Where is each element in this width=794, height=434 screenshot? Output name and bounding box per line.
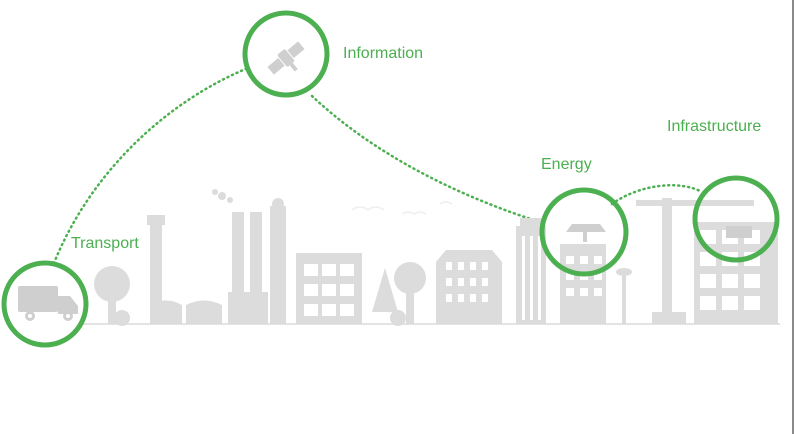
path-energy-infrastructure [610, 184, 704, 206]
path-information-energy [310, 94, 542, 224]
tree [94, 266, 130, 302]
label-infrastructure: Infrastructure [667, 118, 762, 135]
building [436, 250, 502, 324]
crane-load-icon [726, 226, 752, 238]
tree [372, 268, 398, 312]
node-information [242, 10, 330, 98]
solar-panel-icon [566, 224, 606, 242]
node-energy [539, 187, 629, 277]
city-buildings [94, 189, 778, 326]
path-transport-information [50, 66, 250, 270]
frame-border [792, 0, 794, 434]
connection-paths [50, 66, 704, 270]
building [270, 206, 286, 324]
label-transport: Transport [71, 235, 139, 252]
crane [662, 198, 672, 316]
label-information: Information [343, 45, 424, 62]
building [150, 222, 162, 322]
satellite-icon [267, 41, 305, 75]
birds [351, 201, 453, 215]
building [150, 305, 182, 324]
van-icon [18, 286, 78, 321]
street-lamp [622, 276, 626, 324]
tree [394, 262, 426, 294]
node-transport [1, 260, 89, 348]
label-energy: Energy [541, 156, 592, 173]
node-infrastructure [692, 175, 780, 263]
building-windows [304, 230, 760, 320]
